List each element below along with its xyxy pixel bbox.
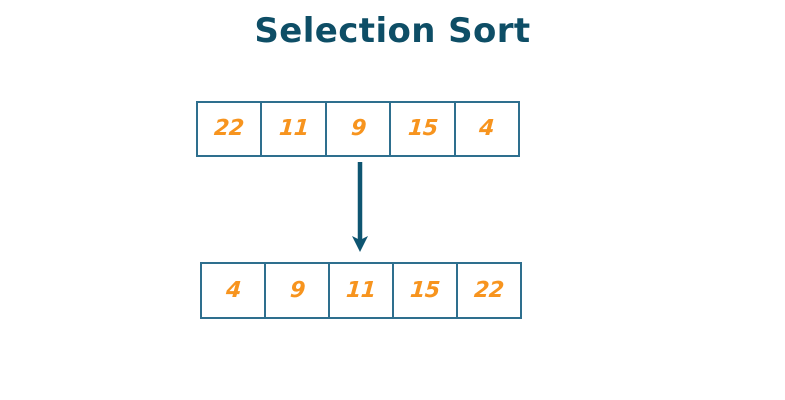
cell-value: 9 (349, 116, 367, 141)
cell-value: 22 (213, 116, 245, 141)
array-cell: 15 (394, 264, 458, 317)
array-cell: 15 (391, 103, 456, 155)
sorted-array: 4 9 11 15 22 (200, 262, 522, 319)
cell-value: 11 (345, 277, 377, 303)
down-arrow-icon (352, 162, 368, 252)
array-cell: 22 (198, 103, 263, 155)
array-cell: 4 (456, 103, 518, 155)
cell-value: 4 (224, 277, 242, 303)
page-title: Selection Sort (254, 11, 531, 51)
array-cell: 4 (202, 264, 266, 317)
cell-value: 11 (277, 116, 310, 141)
array-cell: 9 (266, 264, 330, 317)
cell-value: 15 (409, 277, 441, 303)
cell-value: 22 (473, 277, 505, 303)
cell-value: 15 (406, 116, 439, 141)
array-cell: 11 (330, 264, 394, 317)
cell-value: 4 (478, 116, 496, 141)
unsorted-array: 22 11 9 15 4 (196, 101, 520, 157)
array-cell: 11 (262, 103, 327, 155)
array-cell: 9 (327, 103, 392, 155)
cell-value: 9 (288, 277, 306, 303)
array-cell: 22 (458, 264, 520, 317)
